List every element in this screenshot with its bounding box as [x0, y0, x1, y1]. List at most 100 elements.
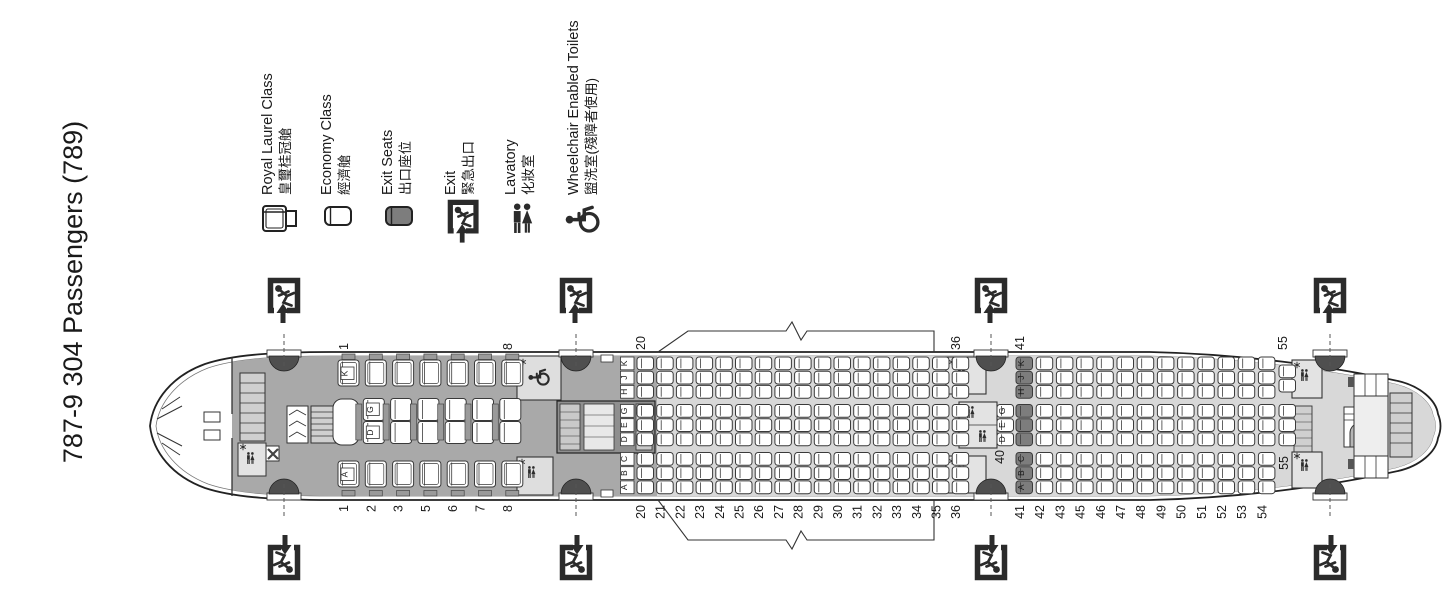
seat-21 [656, 466, 674, 481]
seat-21 [656, 452, 674, 466]
seat-52 [1217, 384, 1235, 399]
label: D [997, 436, 1007, 442]
seat-45 [1076, 384, 1094, 399]
seat-47 [1116, 370, 1134, 385]
seat-47 [1116, 384, 1134, 399]
seat-29 [813, 418, 832, 433]
seat-25 [735, 432, 753, 447]
label: 48 [1134, 505, 1148, 519]
label: 6 [446, 505, 460, 512]
label: 40 [993, 450, 1007, 464]
seat-30 [833, 480, 851, 495]
label: E [619, 422, 629, 428]
seat-7K [474, 359, 496, 387]
label: A [340, 471, 350, 477]
seat-21 [656, 480, 674, 495]
door-pair-4 [1312, 334, 1348, 518]
seat-21 [656, 370, 674, 385]
exit-icon [1317, 535, 1344, 578]
seat-50 [1177, 370, 1195, 385]
seat-45 [1076, 480, 1094, 495]
seat-36 [951, 418, 970, 433]
seat-47 [1116, 432, 1134, 447]
seat-27 [774, 404, 792, 418]
seat-22 [675, 480, 694, 495]
label: 41 [1013, 505, 1027, 519]
seat-54 [1257, 370, 1276, 385]
legend-label-zh: 盥洗室(殘障者使用) [583, 78, 599, 195]
seat-32 [872, 370, 891, 385]
royal-laurel-seat-icon [262, 205, 297, 232]
seat-47 [1116, 466, 1134, 481]
label: 43 [1053, 505, 1067, 519]
seat-3A [392, 460, 415, 488]
column-letter-A [620, 480, 635, 495]
seat-34 [912, 384, 930, 399]
seat-42 [1035, 432, 1054, 447]
seat-49 [1156, 370, 1175, 385]
seat-49 [1156, 480, 1175, 495]
seat-27 [774, 418, 792, 433]
seat-25 [735, 466, 753, 481]
seat-5A [419, 460, 442, 488]
seat-48 [1136, 384, 1155, 399]
exit-icon [450, 202, 476, 242]
seat-45 [1076, 452, 1094, 466]
seat-41 [1015, 466, 1033, 481]
seat-41 [1015, 404, 1033, 418]
seat-33 [892, 404, 911, 418]
seat-36 [951, 404, 970, 418]
seat-42 [1035, 480, 1054, 495]
seat-32 [872, 418, 891, 433]
seat-30 [833, 356, 851, 371]
seat-51 [1197, 370, 1215, 385]
seat-31 [853, 432, 871, 447]
seat-2A [364, 460, 387, 488]
legend-label-zh: 出口座位 [398, 141, 413, 195]
seat-34 [912, 466, 930, 481]
seat-48 [1136, 356, 1155, 371]
seat-36 [951, 466, 970, 481]
seat-46 [1096, 480, 1114, 495]
seat-46 [1096, 418, 1114, 433]
seat-20 [636, 384, 654, 399]
seat-55 [1278, 404, 1296, 418]
seat-48 [1136, 480, 1155, 495]
seat-45 [1076, 356, 1094, 371]
legend-label-en: Wheelchair Enabled Toilets [566, 20, 582, 195]
seat-33 [892, 466, 911, 481]
seat-43 [1055, 480, 1074, 495]
seat-27 [774, 452, 792, 466]
seat-50 [1177, 480, 1195, 495]
seat-5K [419, 359, 442, 387]
seat-35 [932, 418, 950, 433]
label: 22 [673, 505, 687, 519]
seat-30 [833, 466, 851, 481]
seat-22 [675, 452, 694, 466]
seat-24 [715, 432, 733, 447]
seat-41 [1015, 452, 1033, 466]
seat-7A [474, 460, 496, 488]
seat-28 [794, 466, 812, 481]
seat-48 [1136, 418, 1155, 433]
seat-45 [1076, 432, 1094, 447]
seat-29 [813, 384, 832, 399]
seat-49 [1156, 356, 1175, 371]
seat-30 [833, 370, 851, 385]
seat-24 [715, 370, 733, 385]
seat-50 [1177, 466, 1195, 481]
seat-27 [774, 356, 792, 371]
exit-icon [271, 535, 298, 578]
seat-22 [675, 418, 694, 433]
seat-24 [715, 466, 733, 481]
column-letter-C [620, 452, 635, 466]
label: 50 [1175, 505, 1189, 519]
seat-35 [932, 356, 950, 371]
seat-48 [1136, 370, 1155, 385]
seat-35 [932, 480, 950, 495]
seat-31 [853, 418, 871, 433]
label: 25 [733, 505, 747, 519]
